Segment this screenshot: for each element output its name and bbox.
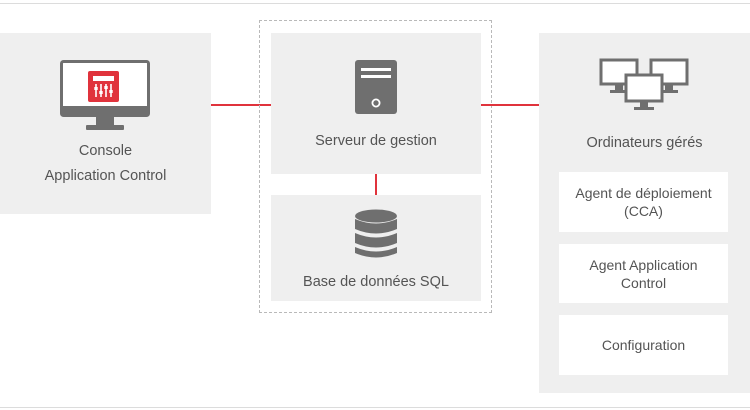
server-group-outline bbox=[259, 20, 492, 313]
configuration-label: Configuration bbox=[601, 337, 686, 353]
console-label-line2: Application Control bbox=[44, 168, 167, 184]
database-label: Base de données SQL bbox=[303, 274, 449, 290]
top-rule bbox=[0, 3, 750, 4]
connector-server-computers bbox=[481, 104, 539, 106]
connector-console-server bbox=[211, 104, 271, 106]
agent-deployment-line2: (CCA) bbox=[624, 203, 663, 219]
configuration-box: Configuration bbox=[559, 315, 728, 375]
agent-application-control-line1: Agent Application bbox=[589, 256, 698, 273]
agent-deployment-box: Agent de déploiement (CCA) bbox=[559, 172, 728, 232]
management-server-label: Serveur de gestion bbox=[315, 133, 437, 149]
agent-application-control-line2: Control bbox=[620, 274, 667, 291]
agent-deployment-line1: Agent de déploiement bbox=[575, 185, 712, 201]
agent-application-control-box: Agent Application Control bbox=[559, 244, 728, 303]
database-icon bbox=[355, 209, 397, 258]
managed-computers-panel: Ordinateurs gérés Agent de déploiement (… bbox=[539, 33, 750, 393]
bottom-rule bbox=[0, 407, 750, 408]
console-panel: Console Application Control bbox=[0, 33, 211, 214]
server-tower-icon bbox=[355, 60, 397, 114]
database-panel: Base de données SQL bbox=[271, 195, 481, 301]
management-server-panel: Serveur de gestion bbox=[271, 33, 481, 174]
managed-computers-label: Ordinateurs gérés bbox=[586, 135, 703, 151]
multiple-monitors-icon bbox=[599, 58, 689, 110]
console-label-line1: Console bbox=[78, 143, 133, 159]
connector-server-database bbox=[375, 174, 377, 195]
monitor-app-control-icon bbox=[60, 60, 150, 130]
